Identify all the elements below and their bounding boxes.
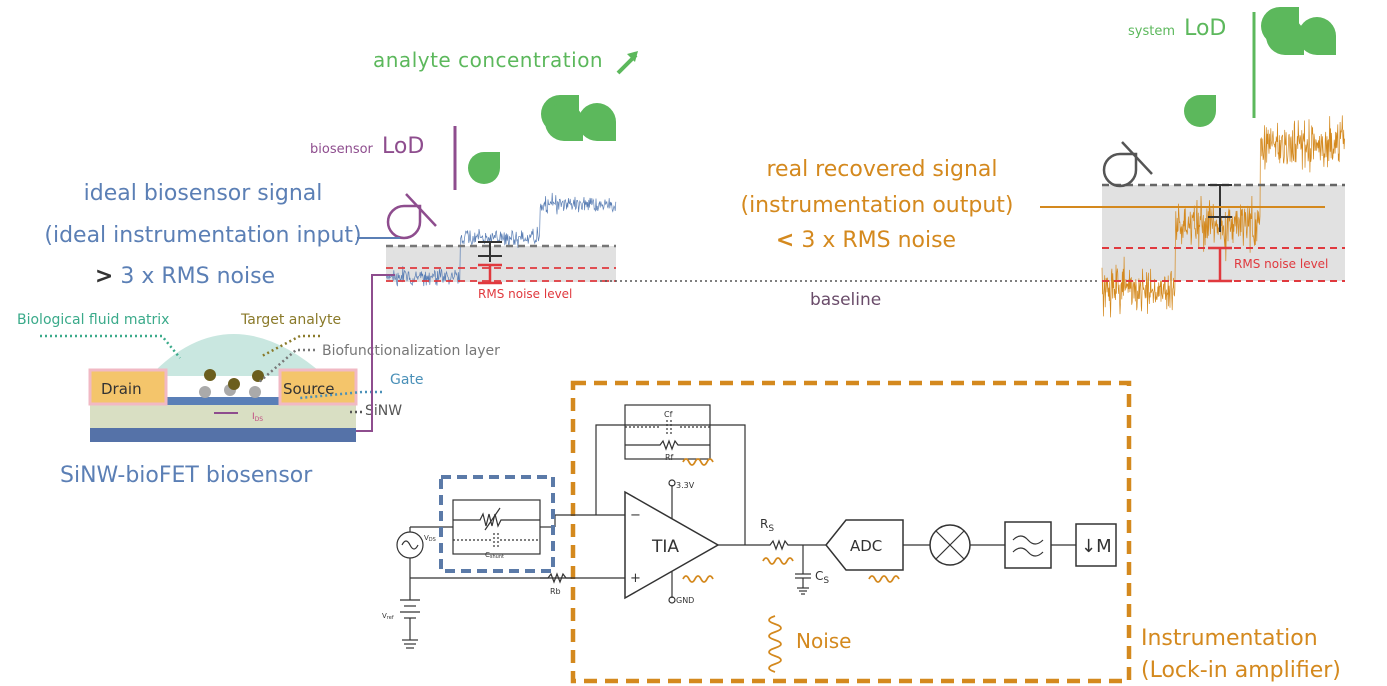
- analyte-droplet-icons-right: [1184, 7, 1336, 127]
- ids-label: IDS: [252, 412, 263, 423]
- tia-label: TIA: [651, 537, 679, 557]
- real-signal-description: real recovered signal (instrumentation o…: [740, 157, 1013, 253]
- instrumentation-label: Instrumentation (Lock-in amplifier): [1141, 626, 1341, 683]
- arrow-up-right-icon: [616, 51, 638, 75]
- biofunc-layer-label: Biofunctionalization layer: [322, 343, 500, 359]
- analyte-concentration-label: analyte concentration: [373, 48, 638, 75]
- sinw-biofet-device: Drain Source IDS: [88, 334, 358, 442]
- adc-label: ADC: [850, 537, 882, 555]
- circuit-labels: Cf Rf 3.3V GND TIA − + RS CS ADC ↓M VDS …: [382, 410, 1112, 621]
- analyte-droplet-icons-left: [468, 95, 616, 184]
- svg-text:(Lock-in amplifier): (Lock-in amplifier): [1141, 658, 1341, 683]
- cf-label: Cf: [664, 410, 673, 419]
- oxide-layer: [90, 404, 356, 428]
- svg-text:analyte concentration: analyte concentration: [373, 48, 603, 72]
- ideal-signal-plot: RMS noise level: [385, 192, 617, 301]
- opamp-plus-label: +: [630, 571, 641, 586]
- ideal-signal-error-bar: [478, 241, 502, 262]
- gate-label: Gate: [390, 372, 424, 388]
- ideal-rms-noise-label: RMS noise level: [478, 287, 572, 301]
- baseline-label: baseline: [810, 290, 881, 310]
- biosensor-lod-label: biosensor LoD: [310, 134, 424, 159]
- ideal-signal-trace: [385, 192, 617, 287]
- svg-text:< 3 x RMS noise: < 3 x RMS noise: [776, 228, 956, 253]
- no-analyte-icon-left: [386, 193, 437, 240]
- system-lod-label: system LoD: [1128, 16, 1226, 41]
- vds-label: VDS: [424, 534, 436, 543]
- noise-icon-rf: [682, 458, 714, 466]
- noise-icon-rs: [762, 557, 794, 565]
- device-output-wire: [356, 274, 395, 432]
- decimator-label: ↓M: [1081, 536, 1112, 557]
- source-label: Source: [283, 380, 335, 398]
- system-lod-marker: system LoD: [1128, 12, 1256, 118]
- sinw-channel: [166, 397, 280, 405]
- noise-icon-tia: [682, 575, 714, 583]
- target-analyte-label: Target analyte: [240, 312, 341, 328]
- real-signal-plot: RMS noise level: [1101, 115, 1345, 318]
- svg-text:real recovered signal: real recovered signal: [766, 157, 997, 182]
- decimator-block: [1075, 523, 1117, 567]
- signal-trace-path: [385, 192, 617, 287]
- source-contact: [278, 368, 358, 406]
- svg-text:(instrumentation output): (instrumentation output): [740, 193, 1013, 218]
- device-annotations: Biological fluid matrix Target analyte B…: [17, 312, 500, 419]
- noise-legend-icon: [768, 615, 782, 673]
- svg-text:Instrumentation: Instrumentation: [1141, 626, 1318, 651]
- rs-label: RS: [760, 517, 774, 534]
- real-rms-noise-label: RMS noise level: [1234, 257, 1328, 271]
- noise-icon-adc: [868, 575, 900, 583]
- cshunt-label: Cshunt: [485, 551, 504, 560]
- lowpass-filter-block: [1004, 521, 1052, 569]
- real-signal-trace: [1101, 115, 1345, 318]
- vdd-label: 3.3V: [676, 481, 695, 490]
- rf-label: Rf: [665, 453, 674, 462]
- drain-label: Drain: [101, 380, 142, 398]
- shunt-highlight-box: [439, 475, 555, 573]
- noise-source-icons: [682, 458, 900, 673]
- feedback-network-box: [624, 404, 711, 460]
- ideal-signal-description: ideal biosensor signal (ideal instrument…: [44, 181, 361, 289]
- vref-label: Vref: [382, 612, 394, 621]
- ideal-rms-error-bar: [478, 263, 502, 285]
- signal-trace-path: [1101, 115, 1345, 318]
- drain-contact: [88, 368, 168, 406]
- target-analyte-molecules: [204, 369, 264, 390]
- biological-fluid-dome: [150, 334, 325, 376]
- device-caption: SiNW-bioFET biosensor: [60, 463, 313, 488]
- svg-text:> 3 x RMS noise: > 3 x RMS noise: [95, 264, 275, 289]
- rb-label: Rb: [550, 587, 561, 596]
- real-rms-error-bar: [1208, 246, 1232, 283]
- gnd-label: GND: [676, 596, 694, 605]
- cs-label: CS: [815, 569, 829, 586]
- bio-fluid-label: Biological fluid matrix: [17, 312, 169, 328]
- svg-text:ideal biosensor signal: ideal biosensor signal: [84, 181, 323, 206]
- noise-legend-label: Noise: [796, 629, 851, 653]
- instrumentation-box: [570, 380, 1132, 684]
- svg-text:(ideal instrumentation input): (ideal instrumentation input): [44, 223, 361, 248]
- substrate-layer: [90, 428, 356, 442]
- real-signal-error-bar: [1208, 184, 1232, 232]
- opamp-minus-label: −: [630, 508, 641, 523]
- no-analyte-icon-right: [1102, 141, 1153, 188]
- biosensor-lod-marker: biosensor LoD: [310, 126, 457, 190]
- sinw-label: SiNW: [365, 403, 402, 419]
- tia-circuit: [396, 404, 1117, 649]
